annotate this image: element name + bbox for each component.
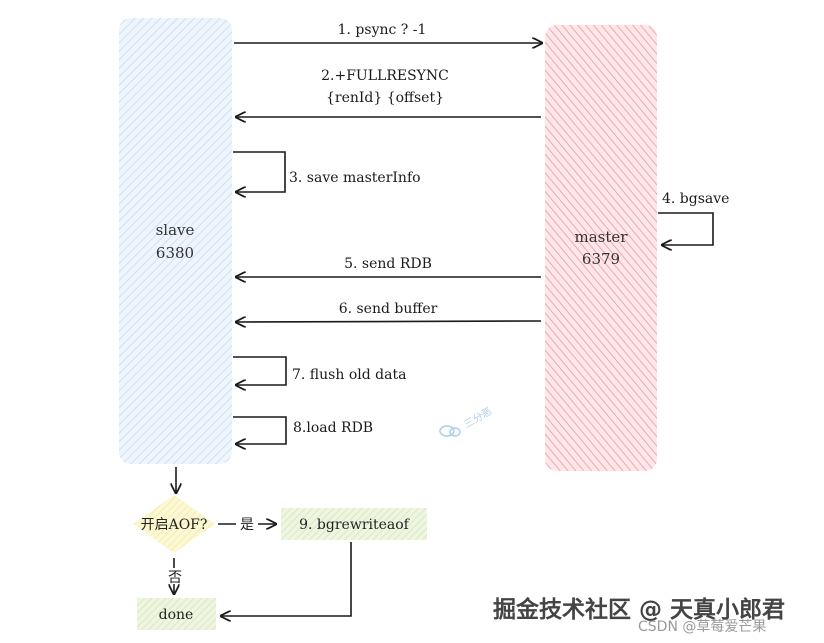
no-label: 否 [168, 570, 182, 586]
rewrite-to-done-arrow [221, 542, 352, 616]
bgrewriteaof-label: 9. bgrewriteaof [299, 517, 411, 533]
aof-decision: 开启AOF? [133, 495, 215, 553]
master-port: 6379 [582, 250, 620, 268]
step-8-loop: 8.load RDB [233, 416, 373, 444]
logo-text: 三分恶 [462, 405, 494, 430]
step-3-label: 3. save masterInfo [289, 170, 421, 186]
logo-watermark: 三分恶 [439, 405, 494, 437]
step-2-label: 2.+FULLRESYNC [321, 68, 449, 84]
no-arrow: 否 [168, 558, 182, 594]
slave-node: slave 6380 [119, 18, 232, 464]
decision-label: 开启AOF? [141, 517, 208, 533]
step-5-label: 5. send RDB [344, 256, 432, 272]
done-box: done [137, 598, 216, 630]
slave-port: 6380 [156, 244, 194, 262]
master-node: master 6379 [545, 25, 657, 471]
yes-arrow: 是 [218, 517, 276, 533]
step-2-arrow: 2.+FULLRESYNC {renId} {offset} [236, 68, 541, 117]
step-6-label: 6. send buffer [339, 301, 438, 317]
master-name: master [575, 228, 629, 246]
yes-label: 是 [240, 517, 254, 533]
juejin-watermark: 掘金技术社区 @ 天真小郎君 [493, 596, 785, 623]
step-4-loop: 4. bgsave [658, 191, 729, 245]
csdn-watermark: CSDN @草莓爱芒果 [638, 619, 766, 635]
step-1-label: 1. psync ? -1 [338, 22, 427, 38]
step-7-label: 7. flush old data [292, 367, 406, 383]
done-label: done [159, 607, 194, 623]
step-7-loop: 7. flush old data [233, 356, 406, 385]
bgrewriteaof-box: 9. bgrewriteaof [281, 508, 427, 540]
step-5-arrow: 5. send RDB [236, 256, 541, 277]
slave-name: slave [156, 221, 195, 239]
step-1-arrow: 1. psync ? -1 [234, 22, 542, 43]
step-8-label: 8.load RDB [293, 420, 373, 436]
step-6-arrow: 6. send buffer [236, 301, 542, 322]
step-4-label: 4. bgsave [662, 191, 729, 207]
step-3-loop: 3. save masterInfo [233, 151, 421, 192]
step-2-sublabel: {renId} {offset} [326, 90, 444, 106]
